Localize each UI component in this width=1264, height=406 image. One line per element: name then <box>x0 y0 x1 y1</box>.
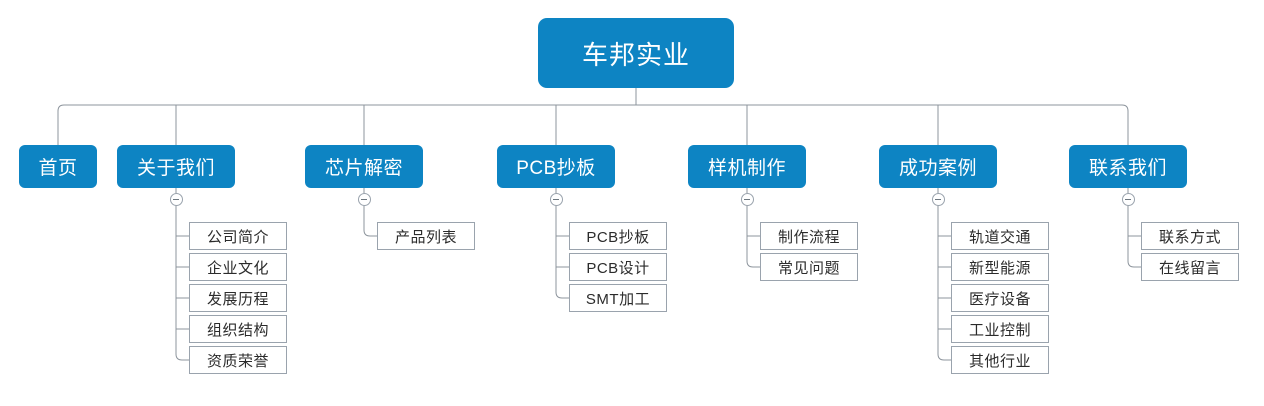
minus-glyph <box>173 199 179 200</box>
collapse-toggle-icon[interactable] <box>1121 193 1135 206</box>
leaf-node[interactable]: 制作流程 <box>760 222 858 250</box>
leaf-node[interactable]: 资质荣誉 <box>189 346 287 374</box>
leaf-node[interactable]: PCB抄板 <box>569 222 667 250</box>
collapse-toggle-icon[interactable] <box>931 193 945 206</box>
leaf-node[interactable]: 企业文化 <box>189 253 287 281</box>
leaf-node[interactable]: 工业控制 <box>951 315 1049 343</box>
minus-glyph <box>553 199 559 200</box>
branch-node-6[interactable]: 成功案例 <box>879 145 997 188</box>
collapse-toggle-icon[interactable] <box>169 193 183 206</box>
leaf-node[interactable]: 组织结构 <box>189 315 287 343</box>
leaf-node[interactable]: 公司简介 <box>189 222 287 250</box>
branch-node-4[interactable]: PCB抄板 <box>497 145 615 188</box>
leaf-node[interactable]: SMT加工 <box>569 284 667 312</box>
collapse-toggle-icon[interactable] <box>549 193 563 206</box>
branch-node-2[interactable]: 关于我们 <box>117 145 235 188</box>
leaf-node[interactable]: 联系方式 <box>1141 222 1239 250</box>
leaf-node[interactable]: 医疗设备 <box>951 284 1049 312</box>
minus-glyph <box>935 199 941 200</box>
collapse-toggle-icon[interactable] <box>357 193 371 206</box>
minus-glyph <box>1125 199 1131 200</box>
branch-node-3[interactable]: 芯片解密 <box>305 145 423 188</box>
leaf-node[interactable]: 轨道交通 <box>951 222 1049 250</box>
root-node[interactable]: 车邦实业 <box>538 18 734 88</box>
leaf-node[interactable]: 常见问题 <box>760 253 858 281</box>
minus-glyph <box>361 199 367 200</box>
leaf-node[interactable]: 产品列表 <box>377 222 475 250</box>
branch-node-7[interactable]: 联系我们 <box>1069 145 1187 188</box>
leaf-node[interactable]: 在线留言 <box>1141 253 1239 281</box>
leaf-node[interactable]: 其他行业 <box>951 346 1049 374</box>
leaf-node[interactable]: PCB设计 <box>569 253 667 281</box>
branch-node-1[interactable]: 首页 <box>19 145 97 188</box>
leaf-node[interactable]: 发展历程 <box>189 284 287 312</box>
minus-glyph <box>744 199 750 200</box>
collapse-toggle-icon[interactable] <box>740 193 754 206</box>
leaf-node[interactable]: 新型能源 <box>951 253 1049 281</box>
branch-node-5[interactable]: 样机制作 <box>688 145 806 188</box>
